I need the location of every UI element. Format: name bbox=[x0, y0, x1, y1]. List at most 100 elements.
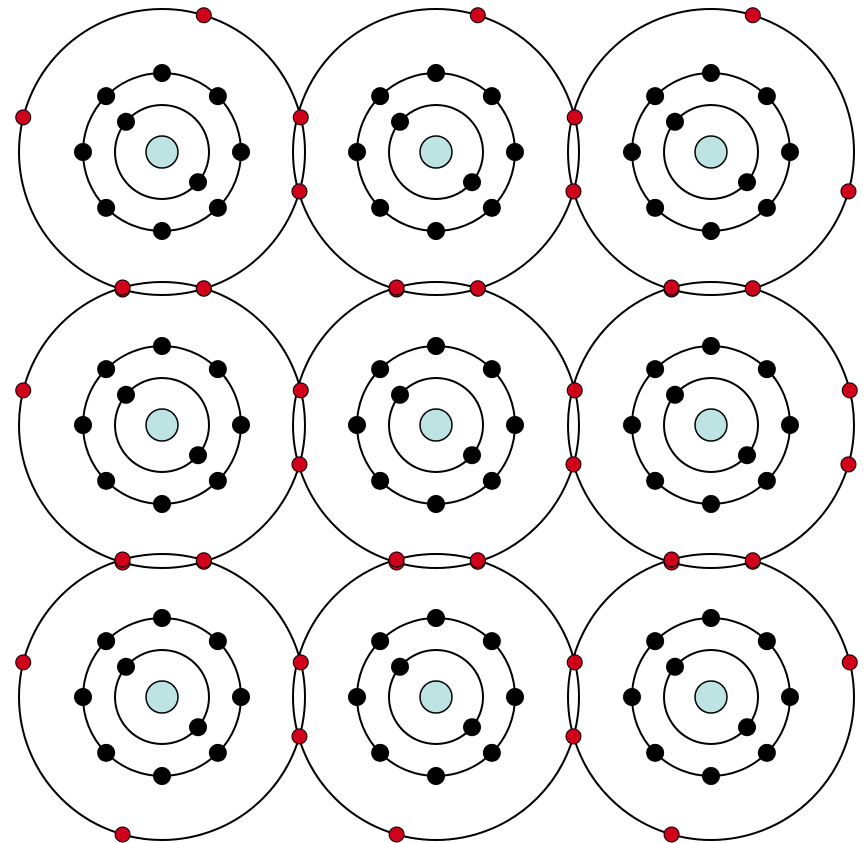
valence-electron bbox=[745, 553, 760, 568]
core-electron bbox=[97, 199, 115, 217]
inner-electron bbox=[463, 718, 481, 736]
core-electron bbox=[623, 143, 641, 161]
nucleus bbox=[695, 681, 727, 713]
atom bbox=[293, 282, 579, 568]
atom bbox=[568, 9, 854, 295]
atom bbox=[19, 282, 305, 568]
inner-electron bbox=[738, 173, 756, 191]
core-electron bbox=[97, 472, 115, 490]
core-electron bbox=[483, 199, 501, 217]
core-electron bbox=[371, 360, 389, 378]
valence-electron bbox=[389, 280, 404, 295]
core-electron bbox=[646, 199, 664, 217]
core-electron bbox=[758, 360, 776, 378]
core-electron bbox=[646, 472, 664, 490]
core-electron bbox=[781, 416, 799, 434]
valence-electron bbox=[16, 110, 31, 125]
core-electron bbox=[427, 495, 445, 513]
core-electron bbox=[371, 199, 389, 217]
core-electron bbox=[209, 199, 227, 217]
valence-electron bbox=[292, 729, 307, 744]
inner-electron bbox=[391, 386, 409, 404]
valence-electron bbox=[841, 457, 856, 472]
core-electron bbox=[646, 360, 664, 378]
inner-electron bbox=[117, 113, 135, 131]
core-electron bbox=[209, 87, 227, 105]
valence-electron bbox=[567, 110, 582, 125]
valence-electron bbox=[115, 280, 130, 295]
inner-electron bbox=[117, 658, 135, 676]
valence-electron bbox=[115, 552, 130, 567]
core-electron bbox=[232, 143, 250, 161]
valence-electron bbox=[293, 655, 308, 670]
core-electron bbox=[702, 222, 720, 240]
inner-electron bbox=[391, 658, 409, 676]
core-electron bbox=[209, 472, 227, 490]
core-electron bbox=[702, 767, 720, 785]
core-electron bbox=[232, 416, 250, 434]
inner-electron bbox=[666, 386, 684, 404]
core-electron bbox=[209, 360, 227, 378]
core-electron bbox=[781, 143, 799, 161]
atom bbox=[293, 554, 579, 840]
valence-electron bbox=[664, 552, 679, 567]
core-electron bbox=[371, 744, 389, 762]
valence-electron bbox=[566, 729, 581, 744]
atom bbox=[568, 554, 854, 840]
nucleus bbox=[146, 681, 178, 713]
core-electron bbox=[506, 416, 524, 434]
valence-electron bbox=[470, 553, 485, 568]
core-electron bbox=[506, 143, 524, 161]
valence-electron bbox=[196, 553, 211, 568]
inner-electron bbox=[738, 446, 756, 464]
core-electron bbox=[758, 744, 776, 762]
core-electron bbox=[702, 495, 720, 513]
core-electron bbox=[153, 767, 171, 785]
core-electron bbox=[97, 360, 115, 378]
inner-electron bbox=[391, 113, 409, 131]
core-electron bbox=[74, 688, 92, 706]
core-electron bbox=[153, 495, 171, 513]
core-electron bbox=[209, 744, 227, 762]
inner-electron bbox=[117, 386, 135, 404]
atom bbox=[568, 282, 854, 568]
core-electron bbox=[781, 688, 799, 706]
core-electron bbox=[371, 632, 389, 650]
core-electron bbox=[506, 688, 524, 706]
core-electron bbox=[97, 744, 115, 762]
valence-electron bbox=[841, 184, 856, 199]
core-electron bbox=[646, 744, 664, 762]
valence-electron bbox=[292, 457, 307, 472]
atom bbox=[293, 9, 579, 295]
core-electron bbox=[758, 199, 776, 217]
nucleus bbox=[146, 409, 178, 441]
nucleus bbox=[420, 409, 452, 441]
core-electron bbox=[74, 143, 92, 161]
core-electron bbox=[427, 609, 445, 627]
core-electron bbox=[74, 416, 92, 434]
valence-electron bbox=[389, 827, 404, 842]
core-electron bbox=[348, 416, 366, 434]
core-electron bbox=[646, 87, 664, 105]
core-electron bbox=[153, 337, 171, 355]
core-electron bbox=[371, 87, 389, 105]
valence-electron bbox=[293, 110, 308, 125]
core-electron bbox=[702, 64, 720, 82]
core-electron bbox=[348, 143, 366, 161]
core-electron bbox=[623, 416, 641, 434]
core-electron bbox=[483, 632, 501, 650]
valence-electron bbox=[389, 552, 404, 567]
valence-electron bbox=[842, 383, 857, 398]
valence-electron bbox=[664, 827, 679, 842]
core-electron bbox=[427, 222, 445, 240]
valence-electron bbox=[16, 655, 31, 670]
valence-electron bbox=[470, 8, 485, 23]
valence-electron bbox=[196, 281, 211, 296]
core-electron bbox=[209, 632, 227, 650]
valence-electron bbox=[293, 383, 308, 398]
inner-electron bbox=[189, 718, 207, 736]
core-electron bbox=[483, 87, 501, 105]
core-electron bbox=[623, 688, 641, 706]
